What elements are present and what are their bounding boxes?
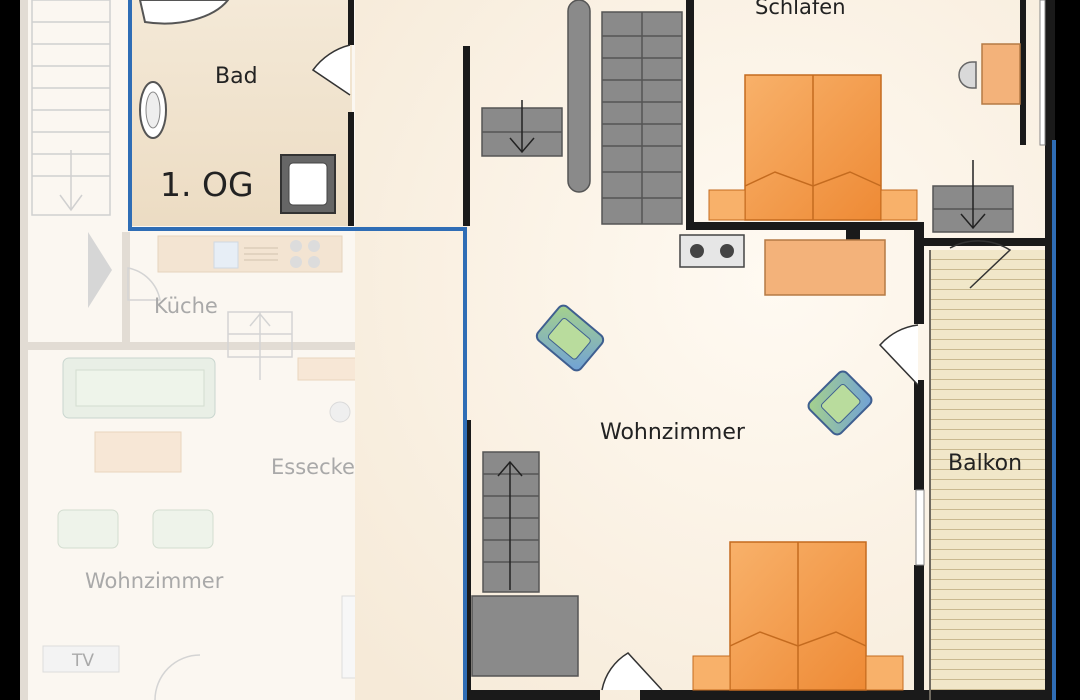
living-room-door[interactable] — [878, 324, 919, 386]
faded-stair — [31, 0, 111, 216]
entrance-door[interactable] — [601, 652, 663, 691]
armchair-icon — [807, 370, 873, 436]
bathtub-icon — [138, 0, 230, 25]
sink-icon — [139, 81, 167, 139]
label-schlafen: Schlafen — [755, 0, 846, 19]
lower-staircase — [482, 451, 540, 593]
faded-table — [94, 431, 182, 473]
label-bad: Bad — [215, 64, 258, 89]
cooktop-icon — [679, 234, 745, 268]
window — [1039, 0, 1046, 146]
double-bed-wohnzimmer — [692, 541, 904, 691]
faded-door — [127, 267, 161, 301]
faded-armchairs — [57, 509, 214, 549]
bathroom-highlight-border — [128, 0, 467, 700]
stair-landing-down — [481, 100, 563, 157]
desk-chair — [958, 43, 1021, 105]
label-essecke: Essecke — [271, 455, 355, 479]
faded-marker-icon — [88, 232, 112, 308]
faded-sofa — [62, 357, 216, 419]
double-bed-schlafen — [708, 74, 918, 221]
label-balkon: Balkon — [948, 451, 1022, 476]
stair-landing-block — [471, 595, 579, 677]
balcony-door[interactable] — [949, 240, 1012, 289]
bathroom-door[interactable] — [311, 44, 351, 96]
label-kueche: Küche — [154, 294, 218, 318]
shower-tray-icon — [280, 154, 336, 214]
window — [915, 489, 925, 566]
sideboard — [764, 239, 886, 296]
balcony-deck — [930, 250, 1045, 700]
faded-stair — [227, 311, 293, 380]
faded-tv — [42, 645, 120, 673]
faded-kitchen-counter — [157, 235, 343, 273]
armchair-icon — [535, 304, 605, 372]
stair-landing-bedroom — [932, 160, 1014, 233]
label-tv: TV — [71, 651, 94, 671]
handrail — [567, 0, 591, 193]
floor-label: 1. OG — [160, 165, 254, 204]
right-highlight-border — [1052, 140, 1056, 700]
label-wohnzimmer: Wohnzimmer — [600, 420, 746, 445]
faded-door — [154, 654, 201, 700]
main-staircase — [601, 11, 683, 225]
label-faded-wohnzimmer: Wohnzimmer — [85, 569, 224, 593]
